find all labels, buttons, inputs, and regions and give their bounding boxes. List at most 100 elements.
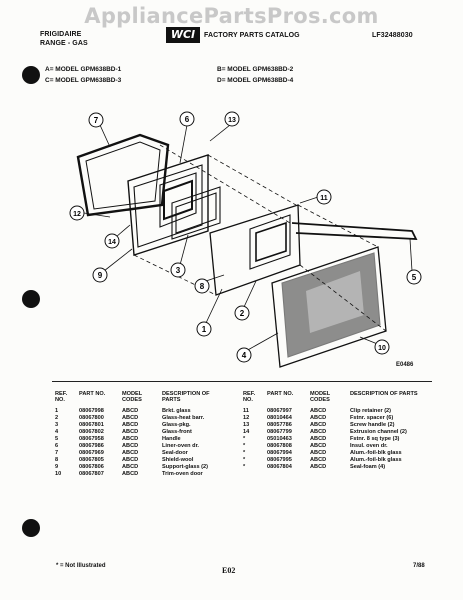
footnote-not-illustrated: * = Not Illustrated: [56, 563, 106, 569]
ref-cell: 12: [243, 415, 250, 421]
description-cell: Insul. oven dr.: [350, 443, 388, 449]
svg-text:12: 12: [73, 211, 81, 218]
callout-4: 4: [236, 347, 252, 363]
description-cell: Support-glass (2): [162, 464, 208, 470]
ref-cell: *: [243, 450, 246, 456]
parts-table-right: REF. NO. PART NO. MODEL CODES DESCRIPTIO…: [243, 391, 422, 471]
callout-2: 2: [234, 305, 250, 321]
description-cell: Handle: [162, 436, 181, 442]
description-cell: Brkt. glass: [162, 408, 191, 414]
ref-cell: *: [243, 464, 246, 470]
model-codes-cell: ABCD: [122, 443, 139, 449]
model-b: B= MODEL GPM638BD-2: [217, 66, 294, 73]
svg-text:2: 2: [240, 309, 245, 318]
ref-cell: 7: [55, 450, 59, 456]
svg-text:7: 7: [94, 116, 99, 125]
ref-cell: 11: [243, 408, 249, 414]
catalog-title: FACTORY PARTS CATALOG: [204, 32, 300, 39]
svg-text:8: 8: [200, 282, 205, 291]
ref-cell: 1: [55, 408, 59, 414]
part-number-cell: 08067998: [79, 408, 104, 414]
ref-cell: 9: [55, 464, 59, 470]
model-a: A= MODEL GPM638BD-1: [45, 66, 122, 73]
model-codes-cell: ABCD: [122, 415, 139, 421]
description-cell: Trim-oven door: [162, 471, 203, 477]
model-codes-cell: ABCD: [310, 450, 327, 456]
ref-cell: *: [243, 457, 246, 463]
watermark: AppliancePartsPros.com: [84, 4, 379, 28]
callout-6: 6: [179, 111, 195, 127]
page-code: E02: [222, 566, 236, 575]
description-cell: Seal-door: [162, 450, 188, 456]
part-number-cell: 08067802: [79, 429, 104, 435]
header-ref: REF. NO.: [243, 391, 256, 403]
description-cell: Fstnr. spacer (6): [350, 415, 394, 421]
callout-11: 11: [316, 189, 332, 205]
catalog-code: LF32488030: [372, 32, 413, 39]
door-seal-shape: [76, 133, 170, 217]
ref-cell: 10: [55, 471, 62, 477]
header-desc: DESCRIPTION OF PARTS: [350, 391, 418, 397]
svg-text:6: 6: [185, 115, 190, 124]
callout-12: 12: [69, 205, 85, 221]
description-cell: Extrusion channel (2): [350, 429, 407, 435]
callout-13: 13: [224, 111, 240, 127]
description-cell: Fstnr. 8 sq type (3): [350, 436, 400, 442]
binder-hole-top: [22, 66, 40, 84]
header-model: MODEL CODES: [122, 391, 143, 403]
binder-hole-middle: [22, 290, 40, 308]
part-number-cell: 08067986: [79, 443, 104, 449]
description-cell: Liner-oven dr.: [162, 443, 199, 449]
part-number-cell: 08067808: [267, 443, 292, 449]
svg-text:10: 10: [378, 345, 386, 352]
exploded-door-diagram: 7 6 13 12 14 11 9 3 8 5 2 1 10 4: [69, 111, 422, 368]
callout-10: 10: [374, 339, 390, 355]
parts-table-left: REF. NO. PART NO. MODEL CODES DESCRIPTIO…: [55, 391, 226, 478]
description-cell: Glass-front: [162, 429, 192, 435]
model-codes-cell: ABCD: [122, 422, 139, 428]
ref-cell: *: [243, 443, 246, 449]
svg-text:13: 13: [228, 117, 236, 124]
part-number-cell: 08067995: [267, 457, 292, 463]
part-number-cell: 08067807: [79, 471, 104, 477]
svg-text:3: 3: [176, 266, 181, 275]
model-codes-cell: ABCD: [122, 464, 139, 470]
ref-cell: 14: [243, 429, 250, 435]
description-cell: Alum.-foil-blk glass: [350, 450, 402, 456]
ref-cell: 6: [55, 443, 59, 449]
part-number-cell: 05010463: [267, 436, 292, 442]
part-number-cell: 08067801: [79, 422, 104, 428]
model-codes-cell: ABCD: [310, 422, 327, 428]
section-divider: [52, 381, 432, 382]
description-cell: Glass-pkg.: [162, 422, 191, 428]
callout-9: 9: [92, 267, 108, 283]
callout-5: 5: [406, 269, 422, 285]
model-codes-cell: ABCD: [122, 457, 139, 463]
header-ref: REF. NO.: [55, 391, 68, 403]
svg-text:14: 14: [108, 239, 116, 246]
svg-text:4: 4: [242, 351, 247, 360]
model-c: C= MODEL GPM638BD-3: [45, 77, 122, 84]
model-codes-cell: ABCD: [310, 429, 327, 435]
model-codes-cell: ABCD: [310, 415, 327, 421]
wci-logo: WCI: [166, 27, 200, 43]
part-number-cell: 08067805: [79, 457, 104, 463]
ref-cell: 13: [243, 422, 250, 428]
part-number-cell: 08067804: [267, 464, 292, 470]
ref-cell: 8: [55, 457, 59, 463]
description-cell: Glass-heat barr.: [162, 415, 205, 421]
product-category: RANGE - GAS: [40, 40, 88, 47]
